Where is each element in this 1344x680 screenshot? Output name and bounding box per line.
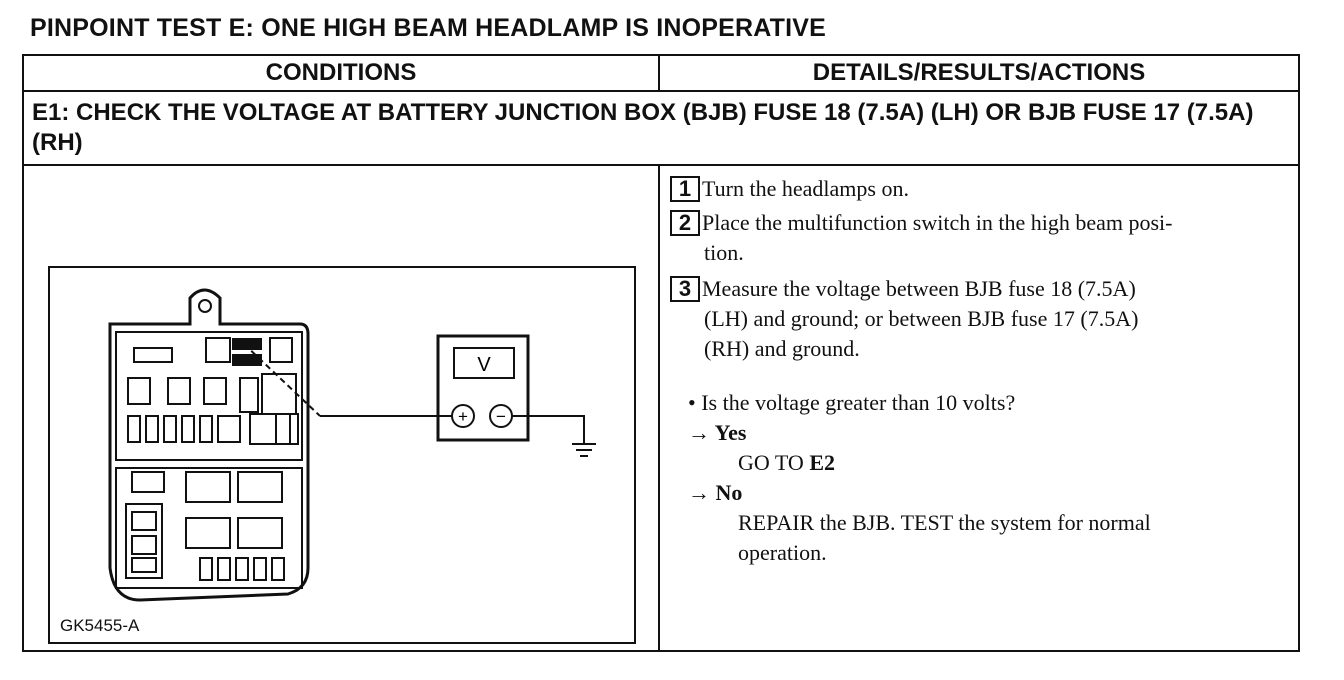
table-header-row: CONDITIONS DETAILS/RESULTS/ACTIONS <box>24 56 1298 92</box>
conditions-header: CONDITIONS <box>24 56 660 90</box>
plus-terminal-icon <box>451 404 475 428</box>
figure-id: GK5455-A <box>60 616 140 635</box>
mini-fuse-row <box>127 413 299 445</box>
step-text-cont: tion. <box>704 240 744 265</box>
conditions-cell: V + − GK5455-A <box>24 166 660 650</box>
yes-action-target: E2 <box>809 450 835 475</box>
step-text: Turn the headlamps on. <box>702 176 909 201</box>
step-title: E1: CHECK THE VOLTAGE AT BATTERY JUNCTIO… <box>24 92 1298 166</box>
no-label: → No <box>688 480 743 505</box>
step-text-cont: (LH) and ground; or between BJB fuse 17 … <box>704 306 1139 331</box>
bjb-diagram: V + − GK5455-A <box>48 266 636 644</box>
bjb-voltmeter-illustration: V + − <box>108 288 596 602</box>
fuse-18-icon <box>232 338 262 350</box>
pinpoint-test-table: CONDITIONS DETAILS/RESULTS/ACTIONS E1: C… <box>22 54 1300 652</box>
mount-hole-icon <box>198 299 212 313</box>
page-title: PINPOINT TEST E: ONE HIGH BEAM HEADLAMP … <box>30 14 827 42</box>
yes-label: → Yes <box>688 420 747 445</box>
voltmeter <box>436 334 530 442</box>
yes-action-text: GO TO <box>738 450 810 475</box>
no-action-line2: operation. <box>738 540 827 565</box>
no-action-line1: REPAIR the BJB. TEST the system for norm… <box>738 510 1151 535</box>
question: • Is the voltage greater than 10 volts? <box>688 390 1016 415</box>
step-text: Place the multifunction switch in the hi… <box>702 210 1173 235</box>
step-number: 3 <box>670 276 700 302</box>
junction-box-outline <box>108 288 310 602</box>
step-number: 2 <box>670 210 700 236</box>
ground-icon <box>572 443 596 457</box>
details-header: DETAILS/RESULTS/ACTIONS <box>812 59 1146 86</box>
voltmeter-display <box>453 347 515 379</box>
minus-symbol: − <box>496 407 506 426</box>
step-text: Measure the voltage between BJB fuse 18 … <box>702 276 1136 301</box>
step-text-cont: (RH) and ground. <box>704 336 860 361</box>
fuse-17-icon <box>232 354 262 366</box>
lower-relay-panel <box>115 467 303 589</box>
negative-test-lead <box>512 415 585 444</box>
yes-action: GO TO E2 <box>738 448 835 478</box>
voltmeter-label: V <box>477 354 491 376</box>
step-number: 1 <box>670 176 700 202</box>
plus-symbol: + <box>458 407 468 426</box>
upper-fuse-panel <box>115 331 303 461</box>
